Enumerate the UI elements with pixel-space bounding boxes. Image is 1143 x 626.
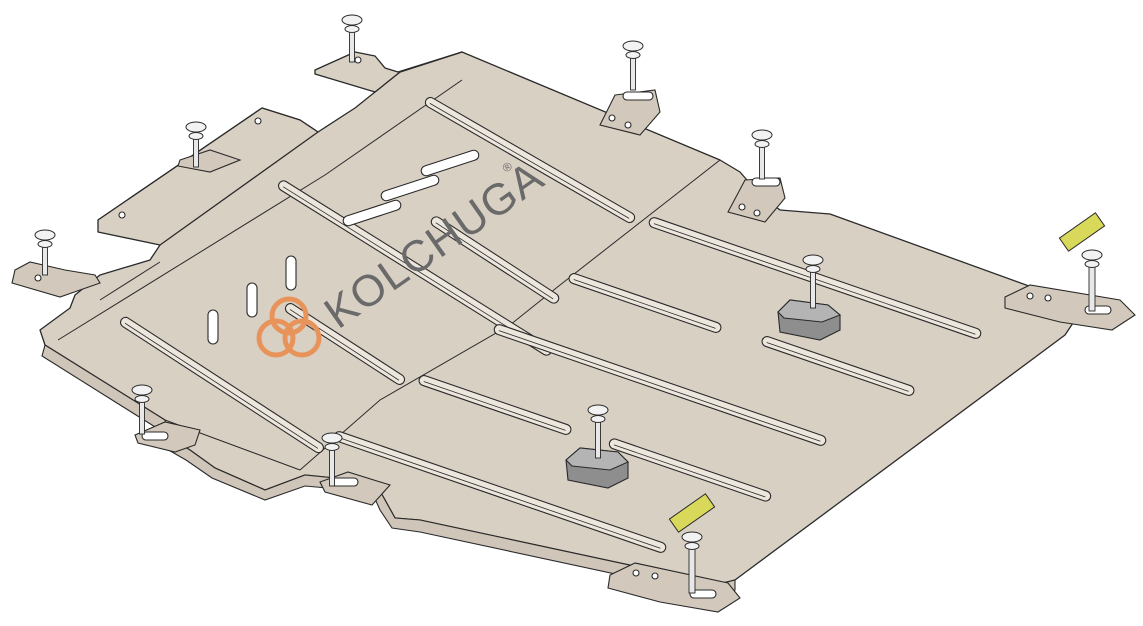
skid-plate <box>39 51 1076 597</box>
bolt-icon <box>34 14 1103 594</box>
vent-holes <box>207 149 480 345</box>
logo-rings-icon <box>256 296 322 358</box>
mounting-brackets <box>11 89 1136 613</box>
spacer-plate-icon <box>668 212 1106 533</box>
clip-nut-icon <box>565 299 842 489</box>
